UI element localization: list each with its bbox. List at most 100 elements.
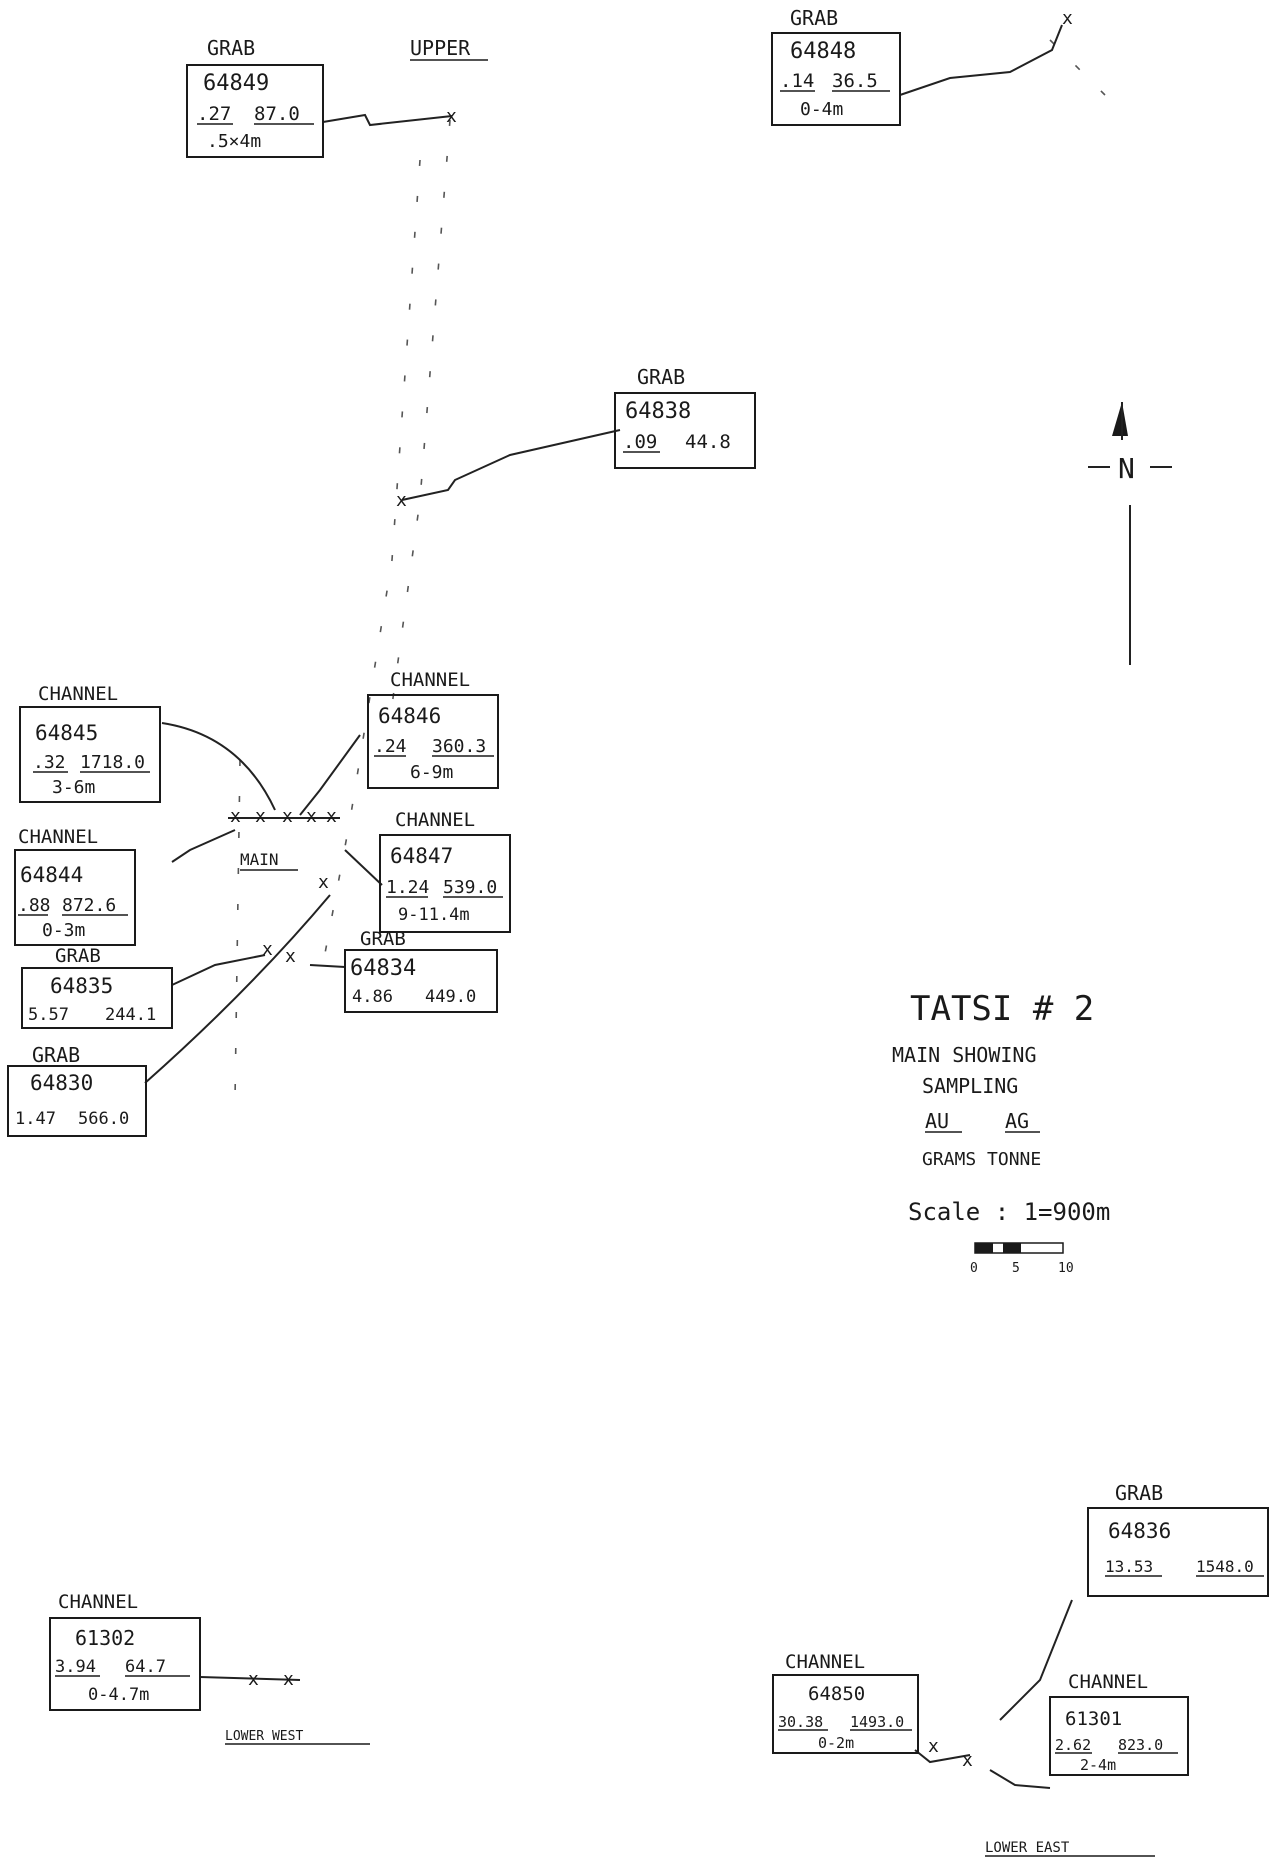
sample-type: CHANNEL (1068, 1671, 1148, 1693)
ag-value: 87.0 (254, 103, 300, 125)
legend-units: GRAMS TONNE (922, 1149, 1041, 1170)
ag-value: 64.7 (125, 1657, 166, 1677)
sample-number: 64834 (350, 956, 416, 981)
sample-number: 64846 (378, 704, 441, 728)
scale-tick-0: 0 (970, 1261, 978, 1276)
sample-interval: 9-11.4m (398, 905, 470, 925)
scale-tick-10: 10 (1058, 1261, 1074, 1276)
sample-number: 61302 (75, 1626, 135, 1650)
north-arrow: N (1088, 402, 1172, 665)
title-line-1: MAIN SHOWING (892, 1043, 1037, 1067)
sample-card-64849: GRAB 64849 .27 87.0 .5×4m (186, 36, 324, 158)
site-marker-x: x (282, 806, 293, 827)
sample-number: 64848 (790, 39, 856, 64)
title-block: TATSI # 2 MAIN SHOWING SAMPLING AU AG GR… (892, 989, 1110, 1276)
ag-value: 1718.0 (80, 752, 145, 773)
sample-card-64846: CHANNEL 64846 .24 360.3 6-9m (367, 669, 499, 789)
au-value: 1.47 (15, 1109, 56, 1129)
sample-type: GRAB (637, 365, 685, 389)
sample-card-64848: GRAB 64848 .14 36.5 0-4m (771, 6, 901, 126)
legend-au: AU (925, 1109, 949, 1133)
sample-number: 64845 (35, 721, 98, 745)
sample-card-64836: GRAB 64836 13.53 1548.0 (1087, 1481, 1269, 1597)
sample-number: 61301 (1065, 1708, 1122, 1730)
sample-type: CHANNEL (785, 1651, 865, 1673)
scale-tick-5: 5 (1012, 1261, 1020, 1276)
site-marker-x: x (255, 806, 266, 827)
sample-interval: 0-4.7m (88, 1685, 149, 1705)
sample-interval: .5×4m (207, 131, 261, 152)
au-value: 5.57 (28, 1005, 69, 1025)
au-value: .32 (33, 752, 66, 773)
sample-number: 64850 (808, 1683, 865, 1705)
sample-type: GRAB (207, 36, 255, 60)
site-marker-x: x (306, 806, 317, 827)
sample-type: CHANNEL (395, 809, 475, 831)
site-marker-x: x (262, 939, 273, 960)
sample-number: 64844 (20, 863, 83, 887)
au-value: 1.24 (386, 877, 429, 898)
site-marker-x: x (928, 1736, 939, 1757)
site-marker-x: x (248, 1669, 259, 1690)
sample-number: 64830 (30, 1071, 93, 1095)
sample-number: 64849 (203, 71, 269, 96)
au-value: .27 (197, 103, 231, 125)
ag-value: 449.0 (425, 987, 476, 1007)
area-label-main: MAIN (240, 850, 279, 869)
map-scale: Scale : 1=900m (908, 1198, 1110, 1226)
site-marker-x: x (396, 490, 407, 511)
sample-card-64850: CHANNEL 64850 30.38 1493.0 0-2m (772, 1651, 919, 1754)
sample-type: CHANNEL (18, 826, 98, 848)
ag-value: 244.1 (105, 1005, 156, 1025)
site-marker-x: x (318, 872, 329, 893)
area-label-upper: UPPER (410, 36, 471, 60)
sample-card-64847: CHANNEL 64847 1.24 539.0 9-11.4m (379, 809, 511, 933)
sample-type: GRAB (790, 6, 838, 30)
au-value: .88 (18, 895, 51, 916)
ag-value: 872.6 (62, 895, 116, 916)
site-marker-x: x (1062, 8, 1073, 29)
area-labels: UPPER MAIN LOWER WEST LOWER EAST (225, 36, 1155, 1857)
au-value: 3.94 (55, 1657, 96, 1677)
au-value: .14 (780, 70, 814, 92)
site-marker-x: x (283, 1669, 294, 1690)
sample-card-64845: CHANNEL 64845 .32 1718.0 3-6m (19, 683, 161, 803)
sample-card-64830: GRAB 64830 1.47 566.0 (7, 1043, 147, 1137)
sample-interval: 0-3m (42, 920, 85, 941)
sample-number: 64847 (390, 844, 453, 868)
site-marker-x: x (285, 946, 296, 967)
au-value: 13.53 (1105, 1557, 1153, 1576)
sample-type: GRAB (360, 928, 406, 950)
au-value: 30.38 (778, 1713, 823, 1731)
ag-value: 44.8 (685, 431, 731, 453)
sample-number: 64838 (625, 399, 691, 424)
site-marker-x: x (446, 106, 457, 127)
sample-interval: 0-2m (818, 1734, 854, 1752)
sample-card-64838: GRAB 64838 .09 44.8 (614, 365, 756, 469)
north-label: N (1118, 452, 1135, 485)
sample-type: GRAB (32, 1043, 80, 1067)
au-value: 2.62 (1055, 1736, 1091, 1754)
sample-type: CHANNEL (58, 1591, 138, 1613)
ag-value: 566.0 (78, 1109, 129, 1129)
ag-value: 36.5 (832, 70, 878, 92)
sample-interval: 6-9m (410, 762, 453, 783)
trench-trace (234, 39, 1106, 1101)
ag-value: 1548.0 (1196, 1557, 1254, 1576)
site-marker-x: x (230, 806, 241, 827)
scale-bar: 0 5 10 (970, 1242, 1074, 1276)
sample-interval: 3-6m (52, 777, 95, 798)
ag-value: 823.0 (1118, 1736, 1163, 1754)
sample-number: 64836 (1108, 1519, 1171, 1543)
sample-number: 64835 (50, 974, 113, 998)
ag-value: 360.3 (432, 736, 486, 757)
sample-type: GRAB (55, 945, 101, 967)
sample-card-64844: CHANNEL 64844 .88 872.6 0-3m (14, 826, 136, 946)
legend-ag: AG (1005, 1109, 1029, 1133)
sample-interval: 2-4m (1080, 1756, 1116, 1774)
sample-type: GRAB (1115, 1481, 1163, 1505)
title-line-2: SAMPLING (922, 1074, 1018, 1098)
sample-card-61302: CHANNEL 61302 3.94 64.7 0-4.7m (49, 1591, 201, 1711)
sample-interval: 0-4m (800, 99, 843, 120)
